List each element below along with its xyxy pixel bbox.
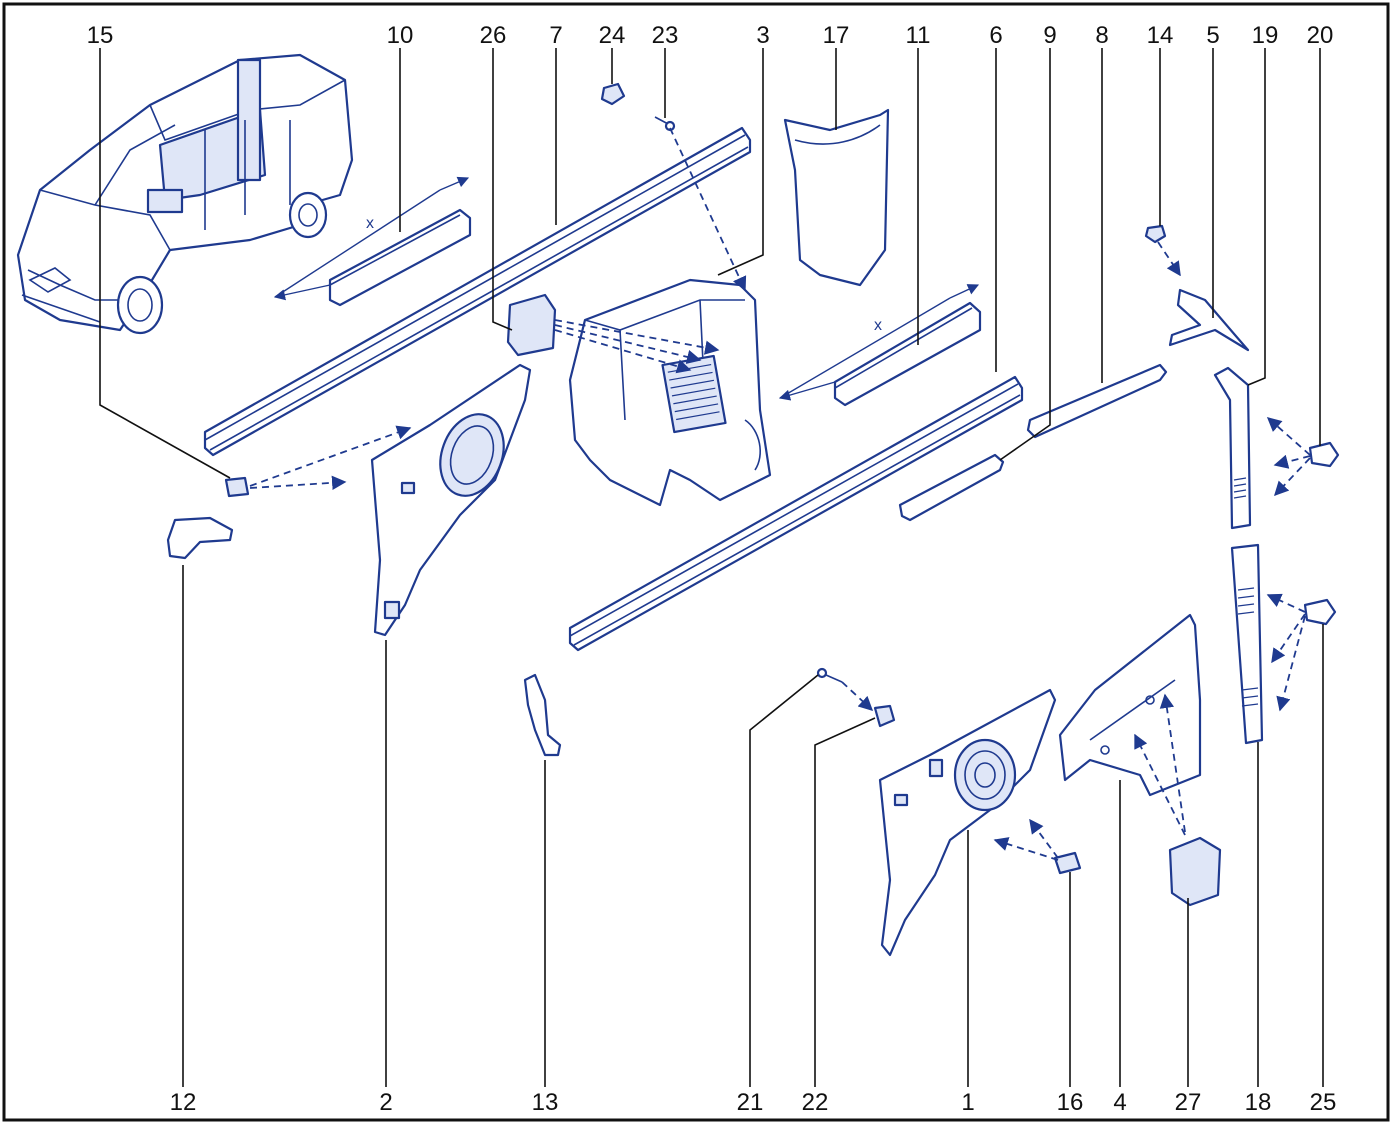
part-27-block [1168,836,1222,907]
leader-lines [99,48,1324,1087]
part-8-bracket [1026,363,1168,439]
callout-9: 9 [1043,22,1056,49]
part-19-upper-trim [1213,366,1252,530]
part-17-pillar-cover [783,108,890,287]
part-9-bracket [898,453,1005,522]
part-16-pad [1053,851,1082,875]
callout-19: 19 [1252,22,1279,49]
assembly-arrows [249,127,1311,861]
part-26-pad [506,293,557,357]
part-24-clip [600,82,626,106]
bottom-callouts: 12 2 13 21 22 1 16 4 27 18 25 [170,1089,1337,1116]
callout-26: 26 [480,22,507,49]
part-15-pad [224,476,250,498]
callout-2: 2 [379,1089,392,1116]
part-11-trim-strip: x [778,284,982,407]
part-22-clip [873,704,896,728]
callout-1: 1 [961,1089,974,1116]
part-10-trim-strip: x [273,176,472,307]
callout-25: 25 [1310,1089,1337,1116]
part-7-long-rail [203,126,752,457]
callout-18: 18 [1245,1089,1272,1116]
part-18-vents [1237,587,1259,707]
part-21-screw [816,667,843,683]
callout-12: 12 [170,1089,197,1116]
callout-22: 22 [802,1089,829,1116]
callout-10: 10 [387,22,414,49]
part-3-rear-side-panel [568,278,772,507]
callout-15: 15 [87,22,114,49]
callout-20: 20 [1307,22,1334,49]
part-20-clip [1308,441,1340,468]
part-18-lower-trim [1230,543,1264,745]
callout-23: 23 [652,22,679,49]
callout-13: 13 [532,1089,559,1116]
callout-11: 11 [906,22,931,49]
part-25-clip [1303,598,1337,626]
part-14-fastener [1144,224,1167,244]
callout-4: 4 [1113,1089,1126,1116]
callout-24: 24 [599,22,626,49]
callout-8: 8 [1095,22,1108,49]
part-12-bracket [166,516,234,560]
callout-14: 14 [1147,22,1174,49]
part-1-side-panel [878,688,1057,957]
callout-27: 27 [1175,1089,1202,1116]
callout-17: 17 [823,22,850,49]
dimension-label-part-11: x [874,317,882,334]
part-19-vent [1233,477,1247,499]
callout-7: 7 [549,22,562,49]
part-5-bracket [1168,288,1250,352]
van-overview-illustration [16,53,354,335]
top-callouts: 15 10 26 7 24 23 3 17 11 6 9 8 14 5 19 2… [87,22,1334,49]
part-13-bracket [523,673,562,757]
callout-21: 21 [737,1089,764,1116]
part-4-wheel-arch-panel [1058,613,1202,797]
dimension-label-part-10: x [366,215,374,232]
callout-16: 16 [1057,1089,1084,1116]
callout-6: 6 [989,22,1002,49]
callout-5: 5 [1206,22,1219,49]
part-2-side-panel [370,363,532,637]
part-6-long-rail [568,375,1024,652]
callout-3: 3 [756,22,769,49]
